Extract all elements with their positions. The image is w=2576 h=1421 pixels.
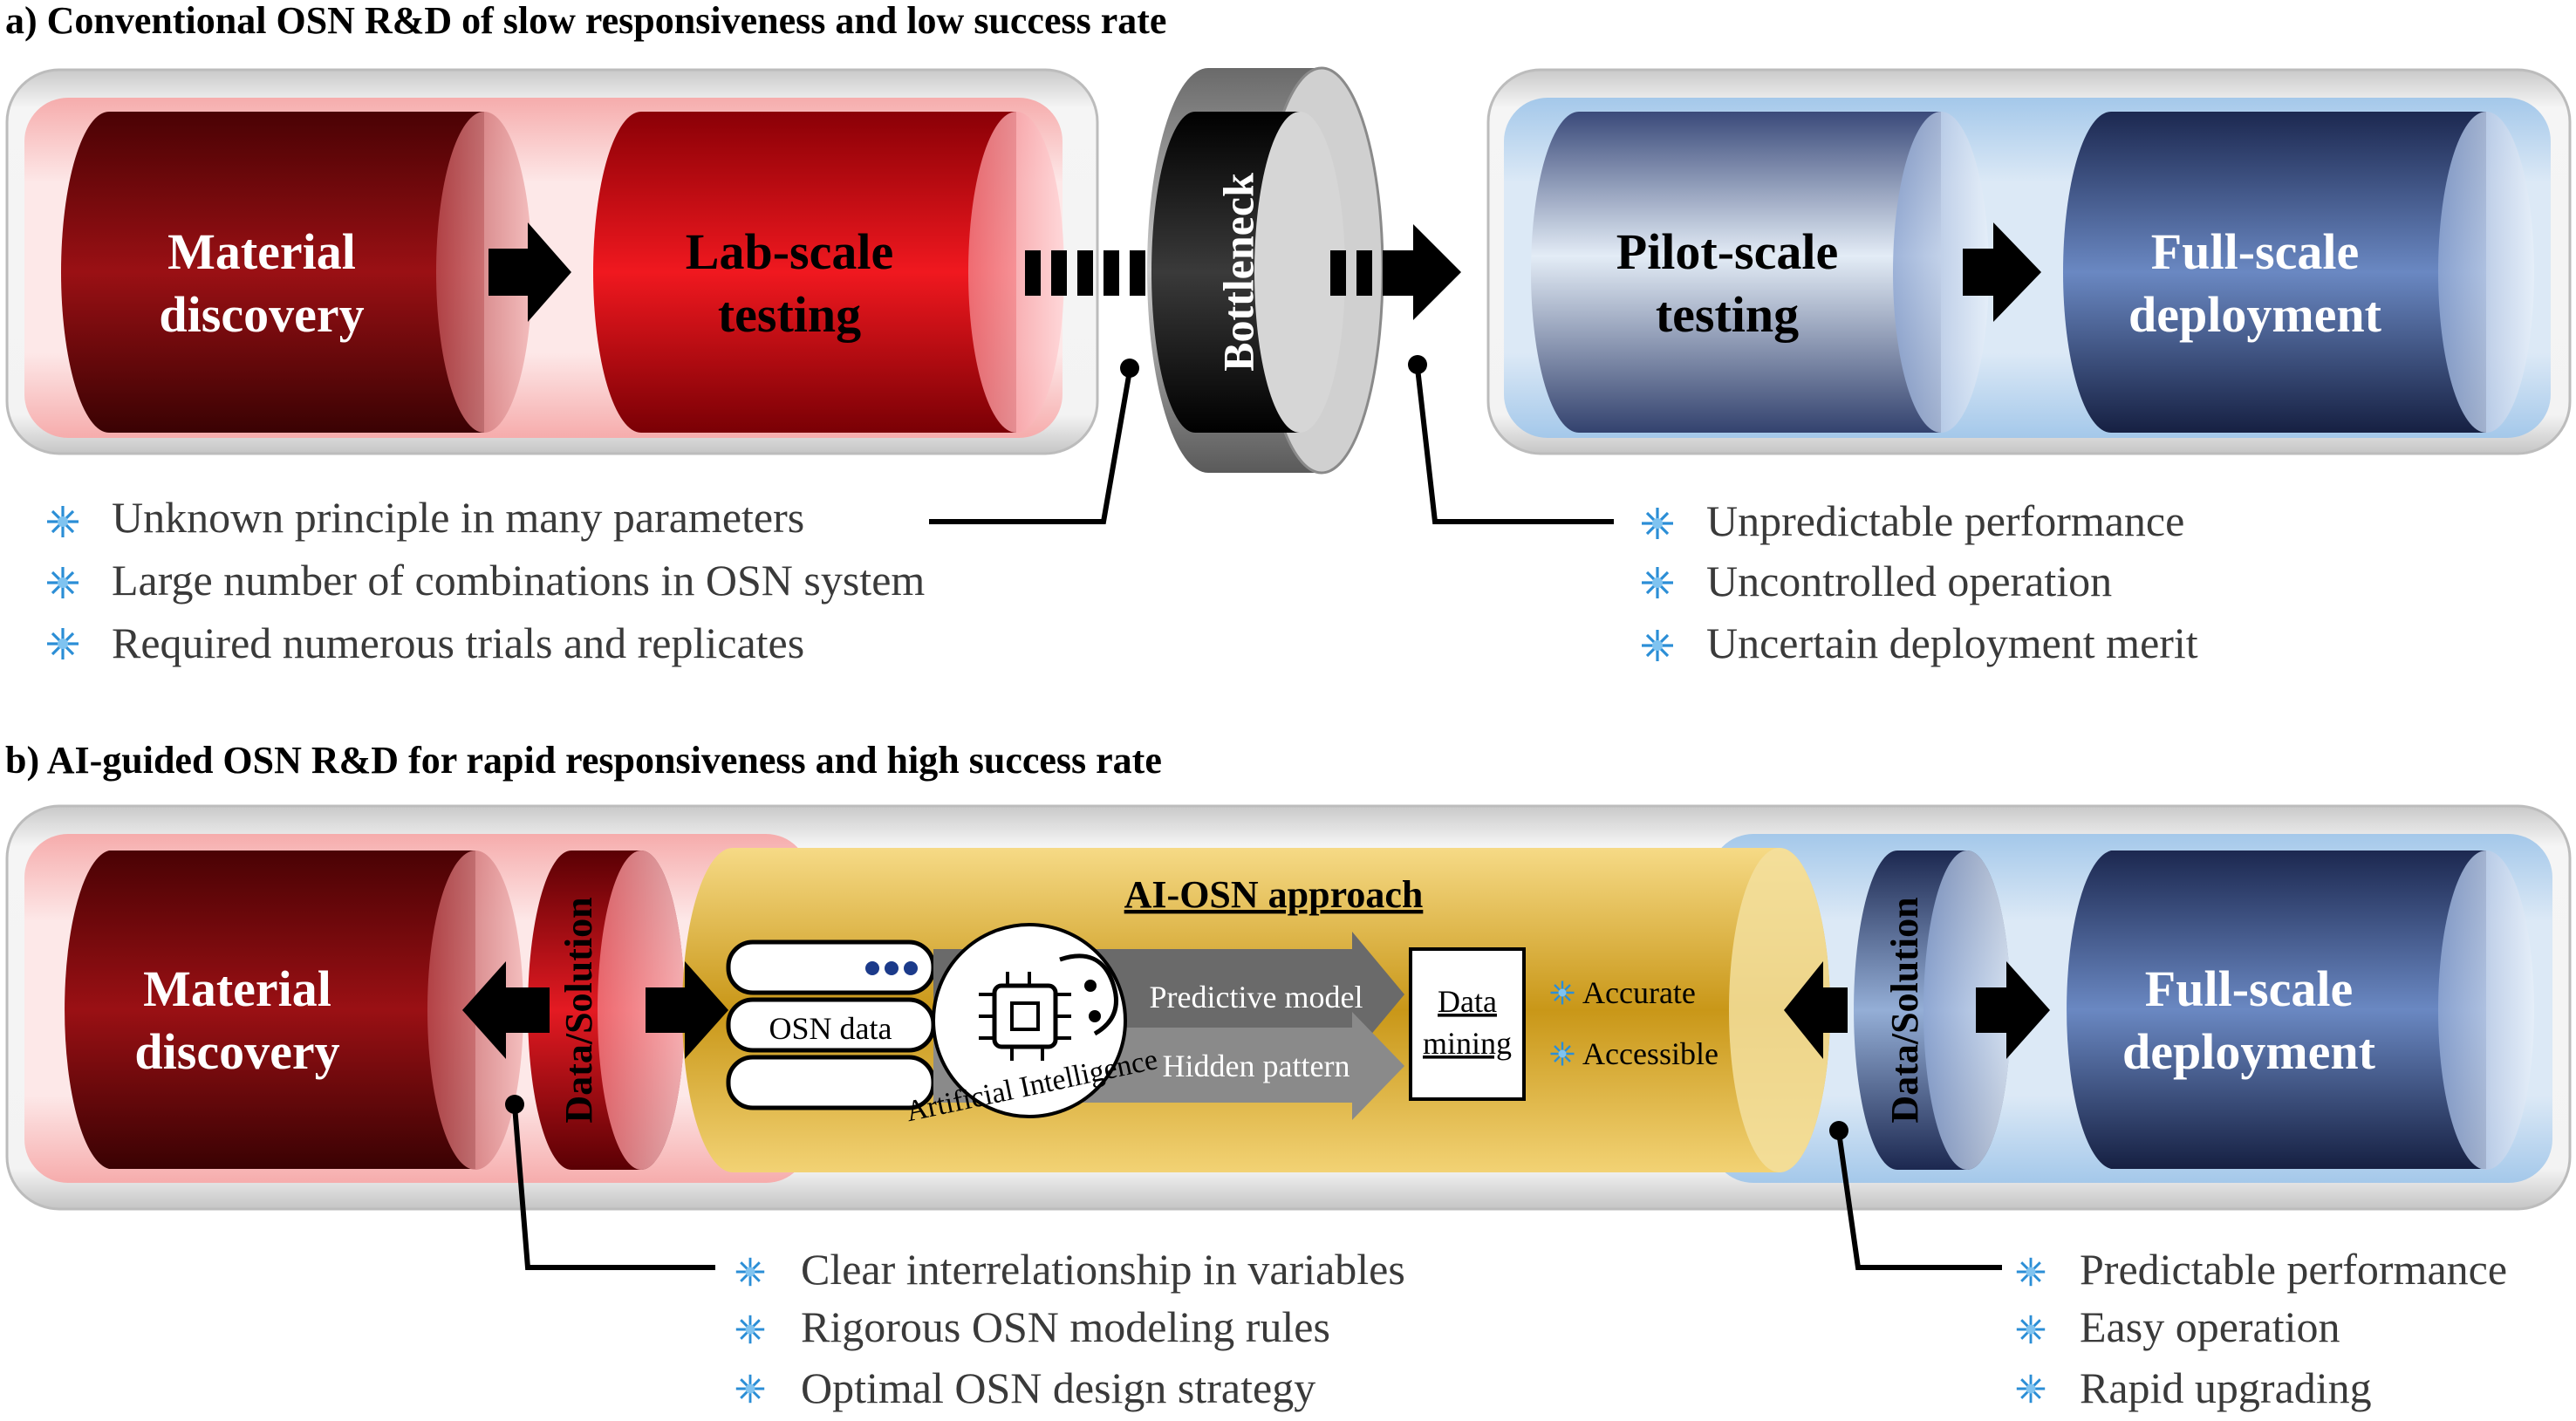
ring-data-solution-left: Data/Solution (528, 851, 685, 1170)
cylinder-full-scale-b (2067, 851, 2534, 1170)
stage-b1-line1: Material (143, 960, 331, 1017)
ring-right-label: Data/Solution (1883, 897, 1926, 1123)
ai-brain-chip-icon (932, 923, 1127, 1118)
arrow-right-icon (646, 961, 728, 1059)
note-a-left-2: Large number of combinations in OSN syst… (112, 556, 925, 605)
stage-a4-line2: deployment (2128, 286, 2382, 343)
stage-a2-line1: Lab-scale (686, 223, 893, 280)
stage-b1-line2: discovery (134, 1023, 339, 1080)
note-b-left-2: Rigorous OSN modeling rules (801, 1302, 1330, 1351)
quality-accurate: Accurate (1582, 975, 1696, 1010)
cylinder-full-scale-a (2063, 112, 2534, 433)
connector-left-a (929, 370, 1132, 524)
note-a-right-1: Unpredictable performance (1706, 496, 2184, 545)
data-mining-line2: mining (1423, 1026, 1512, 1061)
connector-left-b (512, 1105, 715, 1270)
ai-osn-title: AI-OSN approach (1124, 873, 1424, 916)
data-mining-box (1409, 947, 1526, 1101)
stage-b4-line2: deployment (2122, 1023, 2376, 1080)
stage-a1-line1: Material (167, 223, 356, 280)
arrow-left-icon (1784, 961, 1848, 1059)
dashed-arrow-left (1025, 250, 1145, 296)
cylinder-lab-scale-a (593, 112, 1064, 433)
connector-right-b (1836, 1131, 2002, 1270)
connector-dot (1408, 355, 1427, 374)
note-b-right-2: Easy operation (2080, 1302, 2340, 1351)
arrow-right-icon (1976, 961, 2050, 1059)
arrow-right-icon (489, 222, 571, 322)
ring-data-solution-right: Data/Solution (1854, 851, 2011, 1170)
arrow-bottom-label: Hidden pattern (1163, 1049, 1350, 1083)
connector-dot (1829, 1121, 1848, 1140)
ring-left-label: Data/Solution (557, 897, 600, 1123)
note-b-right-3: Rapid upgrading (2080, 1363, 2372, 1412)
stage-a1-line2: discovery (159, 286, 364, 343)
note-a-left-3: Required numerous trials and replicates (112, 618, 804, 667)
connector-dot (505, 1095, 524, 1114)
note-b-right-1: Predictable performance (2080, 1245, 2507, 1294)
cylinder-pilot-scale-a (1531, 112, 1989, 433)
panel-b-heading: b) AI-guided OSN R&D for rapid responsiv… (5, 739, 1162, 782)
stage-a3-line2: testing (1656, 286, 1799, 343)
stage-a2-line2: testing (718, 286, 861, 343)
note-b-left-1: Clear interrelationship in variables (801, 1245, 1405, 1294)
note-a-right-3: Uncertain deployment merit (1706, 618, 2198, 667)
arrow-left-icon (462, 961, 550, 1059)
data-mining-line1: Data (1438, 984, 1497, 1019)
note-a-right-2: Uncontrolled operation (1706, 557, 2112, 605)
note-b-left-3: Optimal OSN design strategy (801, 1363, 1315, 1412)
stage-b4-line1: Full-scale (2145, 960, 2353, 1017)
bottleneck-ring: Bottleneck (1147, 66, 1384, 475)
arrow-right-icon (1963, 222, 2041, 322)
connector-dot (1120, 359, 1139, 378)
connector-right-a (1415, 367, 1614, 524)
arrow-top-label: Predictive model (1150, 980, 1363, 1015)
stage-a4-line1: Full-scale (2151, 223, 2359, 280)
panel-a-heading: a) Conventional OSN R&D of slow responsi… (5, 0, 1166, 42)
note-a-left-1: Unknown principle in many parameters (112, 493, 804, 542)
bottleneck-label: Bottleneck (1213, 173, 1262, 372)
stage-a3-line1: Pilot-scale (1616, 223, 1838, 280)
cylinder-material-discovery-a (61, 112, 532, 433)
dashed-arrow-right (1330, 224, 1461, 320)
osn-data-label: OSN data (769, 1011, 892, 1046)
quality-accessible: Accessible (1582, 1036, 1718, 1071)
